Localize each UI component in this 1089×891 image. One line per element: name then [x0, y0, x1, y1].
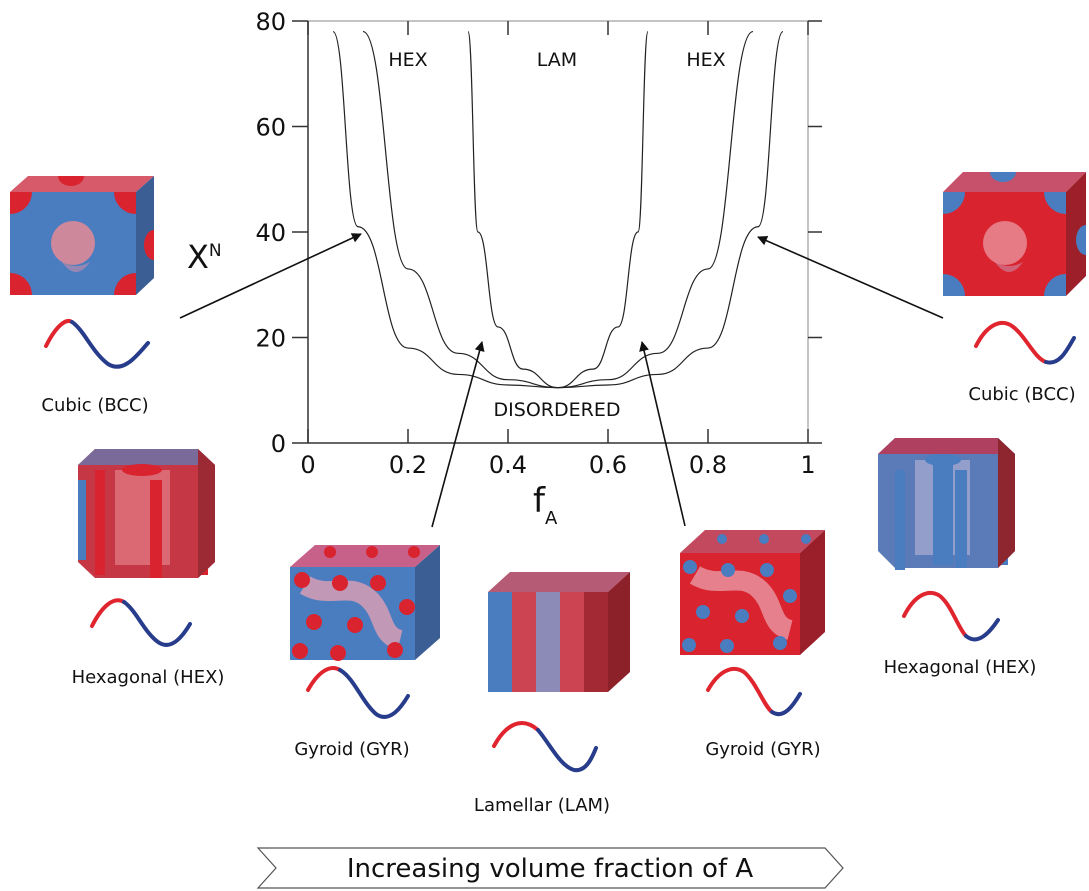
x-tick-label: 0.8	[689, 451, 727, 479]
x-tick-label: 0.4	[489, 451, 527, 479]
arrow-gyr-left	[431, 341, 485, 528]
arrow-gyr-right	[639, 341, 686, 527]
wave-gyr-left-icon	[306, 666, 410, 719]
wave-bcc-right-icon	[974, 320, 1076, 365]
y-tick-label: 0	[271, 430, 286, 458]
wave-bcc-left-icon	[44, 319, 150, 369]
label-gyroid-gyr-left: Gyroid (GYR)	[294, 739, 409, 760]
phase-boundary-curve	[332, 30, 559, 389]
phase-boundary-curve	[467, 30, 559, 389]
banner-text: Increasing volume fraction of A	[347, 854, 754, 884]
region-label-hex-left: HEX	[388, 49, 427, 71]
y-axis-title: XN	[187, 238, 222, 276]
x-axis-title: fA	[533, 481, 558, 529]
plot-area: 0 0.2 0.4 0.6 0.8 1 0 20 40 60 80 HEX LAM HEX DISO…	[187, 8, 822, 529]
region-label-hex-right: HEX	[686, 49, 725, 71]
y-tick-label: 60	[255, 114, 286, 142]
x-tick-label: 0.6	[589, 451, 627, 479]
bcc-cube-left-icon	[10, 176, 154, 295]
hex-prism-left-icon	[78, 449, 215, 578]
gyroid-cube-right-icon	[680, 530, 825, 655]
increasing-fraction-banner: Increasing volume fraction of A	[256, 847, 844, 889]
x-tick-label: 1	[800, 451, 815, 479]
phase-boundary-curve	[557, 30, 754, 389]
y-tick-label: 80	[255, 8, 286, 36]
bcc-cube-right-icon	[943, 172, 1086, 296]
lamellar-cube-icon	[488, 572, 630, 692]
region-label-lam: LAM	[537, 49, 577, 71]
label-hexagonal-hex-right: Hexagonal (HEX)	[884, 657, 1037, 678]
wave-hex-right-icon	[902, 590, 1000, 642]
y-tick-label: 40	[255, 219, 286, 247]
banner-chevron-shape	[256, 847, 844, 889]
arrow-bcc-right	[757, 236, 944, 319]
gyroid-cube-left-icon	[290, 545, 440, 661]
phase-boundary-curve	[557, 30, 784, 389]
label-cubic-bcc-left: Cubic (BCC)	[41, 395, 148, 416]
label-hexagonal-hex-left: Hexagonal (HEX)	[72, 667, 225, 688]
wave-gyr-right-icon	[706, 666, 802, 716]
label-cubic-bcc-right: Cubic (BCC)	[968, 384, 1075, 405]
hex-prism-right-icon	[878, 438, 1015, 570]
y-tick-label: 20	[255, 325, 286, 353]
wave-lam-icon	[492, 721, 598, 773]
region-label-disordered: DISORDERED	[494, 399, 621, 421]
pointer-arrows	[179, 233, 944, 528]
phase-boundary-curve	[362, 30, 559, 389]
wave-hex-left-icon	[90, 598, 192, 647]
x-tick-label: 0.2	[389, 451, 427, 479]
label-lamellar-lam: Lamellar (LAM)	[474, 795, 610, 816]
label-gyroid-gyr-right: Gyroid (GYR)	[705, 739, 820, 760]
x-tick-label: 0	[300, 451, 315, 479]
phase-boundary-curve	[557, 30, 649, 389]
arrow-bcc-left	[179, 233, 362, 319]
